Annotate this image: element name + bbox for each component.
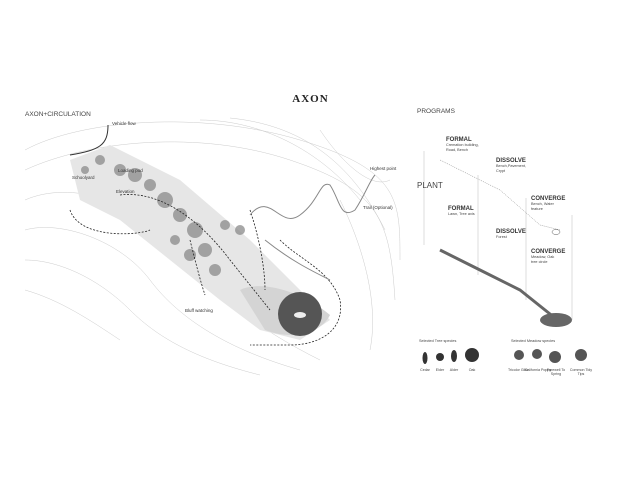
label-bluff-watching: Bluff watching [185, 308, 213, 313]
programs-heading: PROGRAMS [417, 108, 455, 115]
alder-icon [451, 350, 457, 362]
label-vehicle-flow: Vehicle flow [112, 121, 136, 126]
oak-tree-circle [278, 292, 322, 336]
plant-label: PLANT [417, 181, 443, 190]
trail [249, 174, 376, 281]
label-schoolyard: Schoolyard [72, 175, 95, 180]
oak-icon [465, 348, 479, 362]
label-loading-pod: Loading pod [118, 168, 143, 173]
plant-formal: FORMAL Lawn, Tree axis [448, 206, 475, 216]
program-formal: FORMAL Cremation building, Road, Bench [446, 137, 479, 152]
program-dissolve: DISSOLVE Bench,Pavement, Crypt [496, 158, 526, 173]
tricolor-gilia-icon [514, 350, 524, 360]
tree-species-heading: Selected Tree species [419, 339, 457, 343]
label-elevation: Elevation [116, 189, 135, 194]
california-poppy-icon [532, 349, 542, 359]
tree-species-icons [422, 348, 479, 364]
meadow-species-heading: Selected Meadow species [511, 339, 556, 343]
tree-oak: Oak [468, 368, 476, 372]
common-tidy-tips-icon [575, 349, 587, 361]
axon-heading: AXON+CIRCULATION [25, 111, 91, 118]
meadow-tricolor-gilia: Tricolor Gilia [507, 368, 529, 372]
program-converge: CONVERGE Bench, Water feature [531, 196, 566, 211]
meadow-species-icons [514, 349, 587, 363]
elder-icon [436, 353, 444, 361]
tree-cedar: Cedar [420, 368, 430, 372]
meadow-california-poppy: California Poppy [524, 368, 552, 372]
label-highest-point: Highest point [370, 166, 397, 171]
farewell-to-spring-icon [549, 351, 561, 363]
programs-diagram [423, 151, 573, 327]
page-title: AXON [292, 93, 329, 105]
forest [81, 155, 245, 276]
plant-dissolve: DISSOLVE Forest [496, 229, 526, 239]
cedar-icon [422, 352, 428, 364]
circulation-paths [69, 194, 342, 346]
plant-converge: CONVERGE Meadow, Oak tree circle [531, 249, 566, 264]
tree-alder: Alder [449, 368, 459, 372]
tree-elder: Elder [435, 368, 445, 372]
label-trail: Trail (Optional) [363, 205, 393, 210]
vehicle-road [69, 124, 109, 156]
meadow-common-tidy-tips: Common Tidy Tips [569, 368, 593, 377]
meadow-farewell-to-spring: Farewell To Spring [546, 368, 566, 377]
